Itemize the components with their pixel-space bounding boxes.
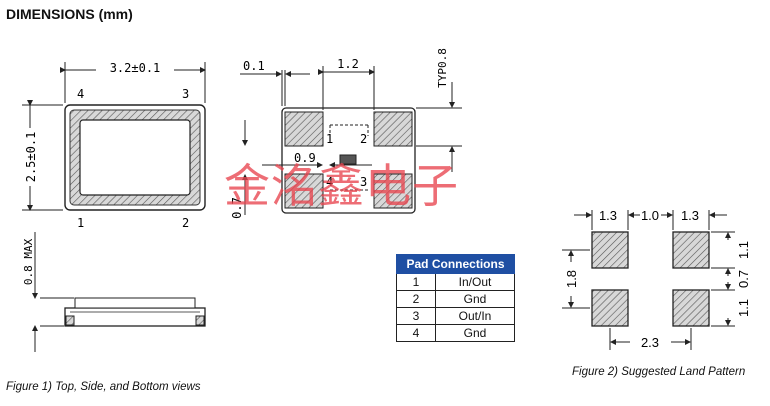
bottom-pad-2 — [373, 111, 413, 147]
land-top-label-1: 1.3 — [599, 208, 617, 223]
bottom-pad-4 — [284, 173, 324, 209]
table-row: 3 Out/In — [396, 307, 515, 325]
land-top-label-2: 1.0 — [641, 208, 659, 223]
page-title: DIMENSIONS (mm) — [6, 6, 133, 22]
table-row: 2 Gnd — [396, 290, 515, 308]
corner-label-1: 1 — [77, 216, 84, 230]
land-pad-bottom-left — [591, 289, 629, 327]
bottom-pad-3 — [373, 173, 413, 209]
bottom-typ-label: TYP0.8 — [436, 48, 449, 88]
corner-label-3: 3 — [182, 87, 189, 101]
top-width-label: 3.2±0.1 — [110, 61, 161, 75]
side-view — [32, 232, 206, 352]
bottom-pad-number-1: 1 — [326, 132, 333, 146]
top-view-lid — [79, 119, 191, 196]
pad-connection-cell: Gnd — [435, 324, 515, 342]
land-left-label: 1.8 — [564, 270, 579, 288]
bottom-pad-1 — [284, 111, 324, 147]
land-pad-top-left — [591, 231, 629, 269]
land-pad-bottom-right — [672, 289, 710, 327]
figure2-caption: Figure 2) Suggested Land Pattern — [572, 366, 746, 378]
bottom-pad-number-4: 4 — [326, 175, 333, 189]
bottom-pad-width-label: 1.2 — [337, 57, 359, 71]
pad-number-cell: 3 — [396, 307, 436, 325]
bottom-marker — [339, 154, 357, 165]
land-right-label-1: 1.1 — [736, 241, 751, 259]
side-view-lid — [74, 297, 196, 309]
pad-connection-cell: Gnd — [435, 290, 515, 308]
bottom-pad-number-2: 2 — [360, 132, 367, 146]
land-top-label-3: 1.3 — [681, 208, 699, 223]
bottom-view — [240, 66, 462, 215]
table-row: 4 Gnd — [396, 324, 515, 342]
pad-table-header: Pad Connections — [396, 254, 515, 274]
top-height-label: 2.5±0.1 — [24, 132, 38, 183]
side-pad-left — [65, 315, 75, 326]
bottom-gap-label: 0.1 — [243, 59, 265, 73]
side-view-base — [64, 307, 206, 327]
pad-number-cell: 1 — [396, 273, 436, 291]
pad-connection-cell: In/Out — [435, 273, 515, 291]
side-pad-right — [195, 315, 205, 326]
top-view — [22, 62, 206, 211]
corner-label-2: 2 — [182, 216, 189, 230]
watermark-text: 金洺鑫电子 — [224, 159, 459, 213]
bottom-side-label: 0.7 — [230, 197, 244, 219]
land-right-label-2: 0.7 — [736, 270, 751, 288]
land-pattern — [562, 210, 735, 350]
table-row: 1 In/Out — [396, 273, 515, 291]
pad-number-cell: 4 — [396, 324, 436, 342]
figure1-caption: Figure 1) Top, Side, and Bottom views — [6, 381, 201, 393]
side-height-label: 0.8 MAX — [22, 238, 35, 285]
land-pad-top-right — [672, 231, 710, 269]
land-right-label-3: 1.1 — [736, 299, 751, 317]
pad-number-cell: 2 — [396, 290, 436, 308]
bottom-pad-gap-label: 0.9 — [294, 151, 316, 165]
top-view-outline — [64, 104, 206, 211]
pad-connections-table: Pad Connections 1 In/Out 2 Gnd 3 Out/In … — [396, 254, 515, 342]
land-bottom-label: 2.3 — [641, 335, 659, 350]
bottom-pad-number-3: 3 — [360, 175, 367, 189]
corner-label-4: 4 — [77, 87, 84, 101]
pad-connection-cell: Out/In — [435, 307, 515, 325]
